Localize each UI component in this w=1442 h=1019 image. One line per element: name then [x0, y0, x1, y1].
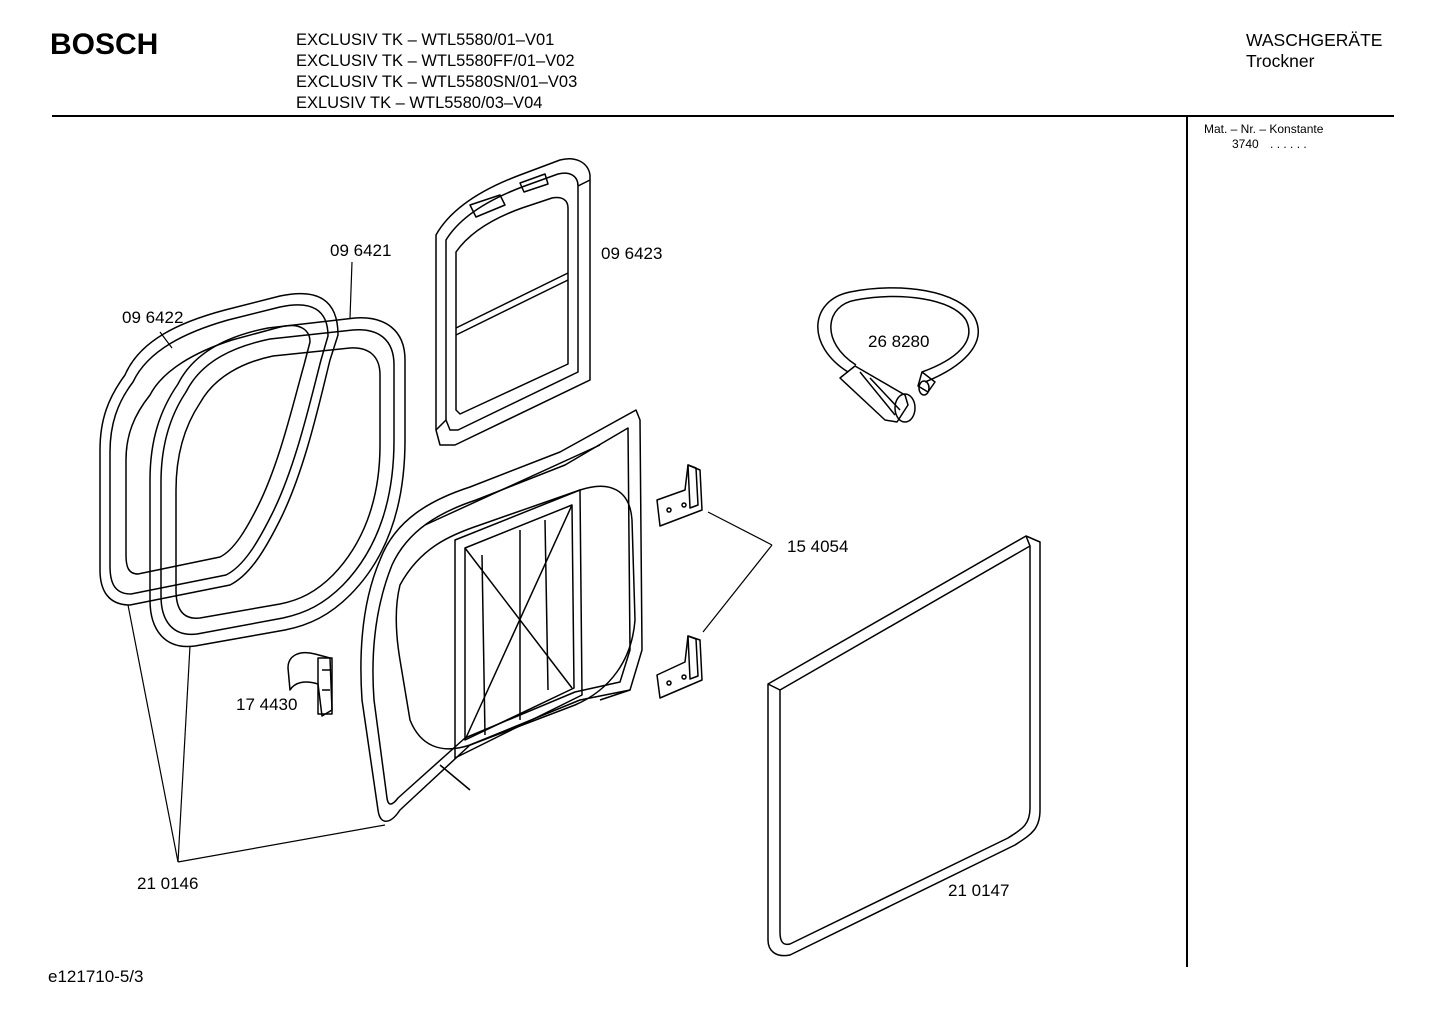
door-panel — [767, 535, 1041, 957]
document-code: e121710-5/3 — [48, 967, 144, 986]
lint-filter — [435, 158, 591, 446]
material-number-dots: . . . . . . — [1270, 137, 1307, 151]
door-frame — [360, 409, 643, 822]
drain-hose — [817, 287, 979, 423]
category-subtitle: Trockner — [1246, 51, 1315, 71]
part-label-hinges: 15 4054 — [787, 537, 848, 556]
part-label-door-frame: 21 0146 — [137, 874, 198, 893]
leader-lines — [127, 261, 773, 863]
part-label-hose: 26 8280 — [868, 332, 929, 351]
door-hinge-upper — [656, 464, 703, 527]
header-divider — [52, 115, 1394, 117]
inner-door-seal — [149, 317, 406, 648]
category-block: WASCHGERÄTE Trockner — [1246, 30, 1382, 72]
part-label-filter: 09 6423 — [601, 244, 662, 263]
sidebar-divider — [1186, 115, 1188, 967]
material-number-row: 3740 . . . . . . — [1204, 137, 1323, 152]
model-line: EXCLUSIV TK – WTL5580FF/01–V02 — [296, 52, 575, 70]
outer-door-seal — [99, 292, 339, 606]
door-latch — [287, 651, 333, 717]
part-label-inner-seal: 09 6421 — [330, 241, 391, 260]
model-line: EXLUSIV TK – WTL5580/03–V04 — [296, 94, 543, 112]
model-line: EXCLUSIV TK – WTL5580/01–V01 — [296, 31, 555, 49]
part-label-outer-seal: 09 6422 — [122, 308, 183, 327]
brand-logo: BOSCH — [50, 28, 159, 61]
door-hinge-lower — [656, 635, 703, 699]
model-line: EXCLUSIV TK – WTL5580SN/01–V03 — [296, 73, 578, 91]
part-label-latch: 17 4430 — [236, 695, 297, 714]
material-number-block: Mat. – Nr. – Konstante 3740 . . . . . . — [1204, 122, 1323, 152]
category-title: WASCHGERÄTE — [1246, 30, 1383, 50]
material-number-value: 3740 — [1232, 137, 1259, 151]
material-number-label: Mat. – Nr. – Konstante — [1204, 122, 1324, 136]
part-label-door-panel: 21 0147 — [948, 881, 1009, 900]
model-list: EXCLUSIV TK – WTL5580/01–V01 EXCLUSIV TK… — [296, 30, 577, 114]
